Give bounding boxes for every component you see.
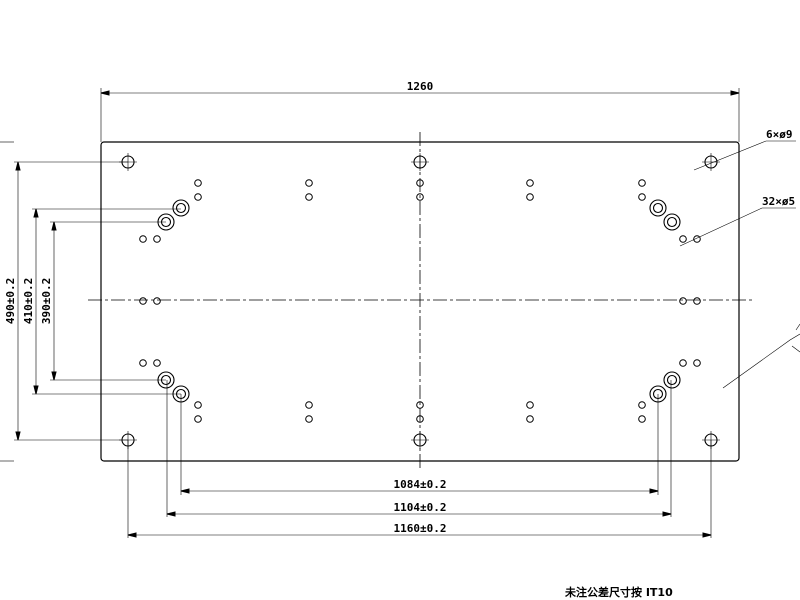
dim-1160-label: 1160±0.2 bbox=[394, 522, 447, 535]
small-hole-d5 bbox=[194, 193, 202, 201]
small-hole-d5 bbox=[194, 415, 202, 423]
small-hole-d5 bbox=[693, 297, 701, 305]
counterbore-hole-inner bbox=[666, 216, 678, 228]
small-hole-d5 bbox=[526, 415, 534, 423]
small-hole-d5 bbox=[305, 401, 313, 409]
small-hole-d5 bbox=[305, 193, 313, 201]
small-hole-d5 bbox=[139, 297, 147, 305]
dim-1084-label: 1084±0.2 bbox=[394, 478, 447, 491]
counterbore-hole-outer bbox=[157, 371, 175, 389]
dim-410-label: 410±0.2 bbox=[22, 278, 35, 324]
small-hole-d5 bbox=[305, 415, 313, 423]
dim-1260-arrow-left bbox=[100, 90, 110, 96]
small-hole-d5 bbox=[638, 401, 646, 409]
counterbore-hole-inner bbox=[652, 388, 664, 400]
small-hole-d5 bbox=[416, 179, 424, 187]
counterbore-hole-inner bbox=[175, 388, 187, 400]
counterbore-hole-outer bbox=[172, 199, 190, 217]
small-hole-d5 bbox=[693, 359, 701, 367]
counterbore-hole-inner bbox=[666, 374, 678, 386]
counterbore-hole-outer bbox=[172, 385, 190, 403]
counterbore-hole-outer bbox=[663, 213, 681, 231]
small-hole-d5 bbox=[693, 235, 701, 243]
small-hole-d5 bbox=[679, 359, 687, 367]
small-hole-d5 bbox=[416, 193, 424, 201]
counterbore-hole-outer bbox=[663, 371, 681, 389]
small-hole-d5 bbox=[526, 193, 534, 201]
counterbore-hole-inner bbox=[160, 216, 172, 228]
dim-1260-label: 1260 bbox=[407, 80, 434, 93]
small-hole-d5 bbox=[638, 179, 646, 187]
callout-32x5-label: 32×ø5 bbox=[762, 195, 795, 208]
counterbore-hole-inner bbox=[160, 374, 172, 386]
counterbore-hole-outer bbox=[649, 385, 667, 403]
dim-1104-label: 1104±0.2 bbox=[394, 501, 447, 514]
counterbore-hole-inner bbox=[652, 202, 664, 214]
leader-6x9 bbox=[693, 140, 796, 171]
small-hole-d5 bbox=[526, 179, 534, 187]
small-hole-d5 bbox=[139, 359, 147, 367]
small-hole-d5 bbox=[194, 179, 202, 187]
dim-490-label: 490±0.2 bbox=[4, 278, 17, 324]
small-hole-d5 bbox=[194, 401, 202, 409]
small-hole-d5 bbox=[153, 297, 161, 305]
leader-32x5 bbox=[679, 207, 796, 247]
leader-right-edge bbox=[722, 333, 800, 389]
holes-layer bbox=[119, 153, 720, 449]
small-hole-d5 bbox=[638, 193, 646, 201]
tolerance-note: 未注公差尺寸按 IT10 bbox=[564, 585, 673, 599]
small-hole-d5 bbox=[153, 235, 161, 243]
small-hole-d5 bbox=[139, 235, 147, 243]
dim-390-label: 390±0.2 bbox=[40, 278, 53, 324]
small-hole-d5 bbox=[305, 179, 313, 187]
dim-1260-arrow-right bbox=[730, 90, 740, 96]
small-hole-d5 bbox=[153, 359, 161, 367]
small-hole-d5 bbox=[416, 401, 424, 409]
callout-6x9-label: 6×ø9 bbox=[766, 128, 793, 141]
small-hole-d5 bbox=[679, 235, 687, 243]
counterbore-hole-outer bbox=[157, 213, 175, 231]
counterbore-hole-outer bbox=[649, 199, 667, 217]
counterbore-hole-inner bbox=[175, 202, 187, 214]
small-hole-d5 bbox=[526, 401, 534, 409]
small-hole-d5 bbox=[416, 415, 424, 423]
small-hole-d5 bbox=[679, 297, 687, 305]
small-hole-d5 bbox=[638, 415, 646, 423]
